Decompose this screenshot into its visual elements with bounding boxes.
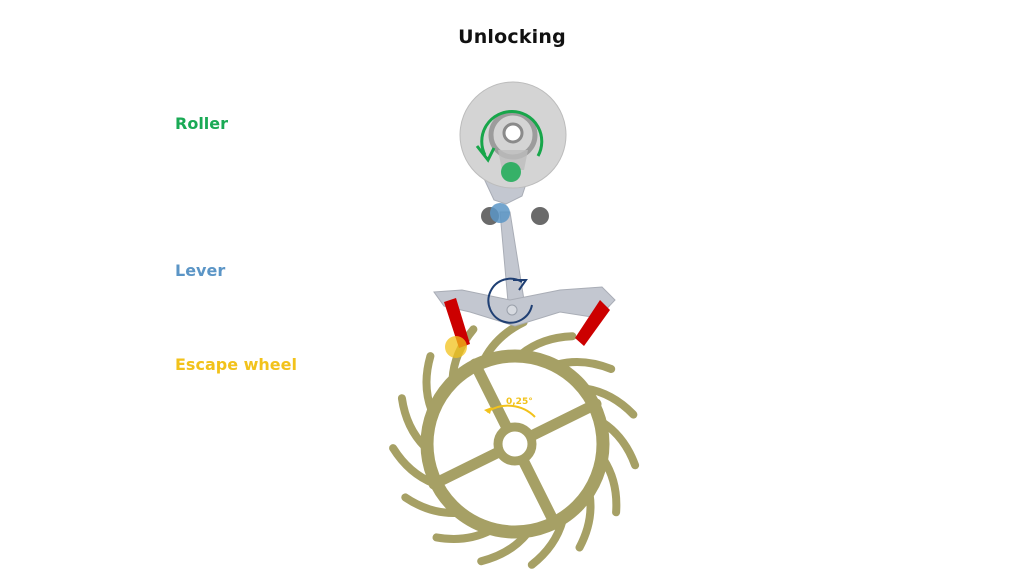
lever <box>433 167 616 348</box>
escape-wheel-contact-point <box>445 336 467 358</box>
exit-pallet-stone <box>575 300 610 346</box>
entry-pallet-stone <box>444 298 470 348</box>
escape-wheel: 0,25° <box>389 318 640 569</box>
lever-rotation-arrow-icon <box>487 277 533 324</box>
escape-wheel-label: Escape wheel <box>175 355 297 374</box>
angle-arrowhead <box>484 407 492 414</box>
diagram-title: Unlocking <box>458 26 566 48</box>
roller <box>459 81 567 189</box>
angle-arc <box>486 404 536 418</box>
impulse-pin <box>501 162 521 182</box>
roller-center <box>502 122 524 144</box>
right-banking-pin <box>531 207 549 225</box>
lever-pivot <box>506 304 518 316</box>
roller-label: Roller <box>175 114 229 133</box>
escape-wheel-hub <box>493 422 537 466</box>
lever-contact-point <box>490 203 510 223</box>
roller-rotation-arrow-icon <box>475 109 544 163</box>
lever-label: Lever <box>175 261 226 280</box>
escape-wheel-rim <box>420 349 610 539</box>
angle-value: 0,25° <box>506 397 533 407</box>
angle-indicator: 0,25° <box>484 397 536 418</box>
